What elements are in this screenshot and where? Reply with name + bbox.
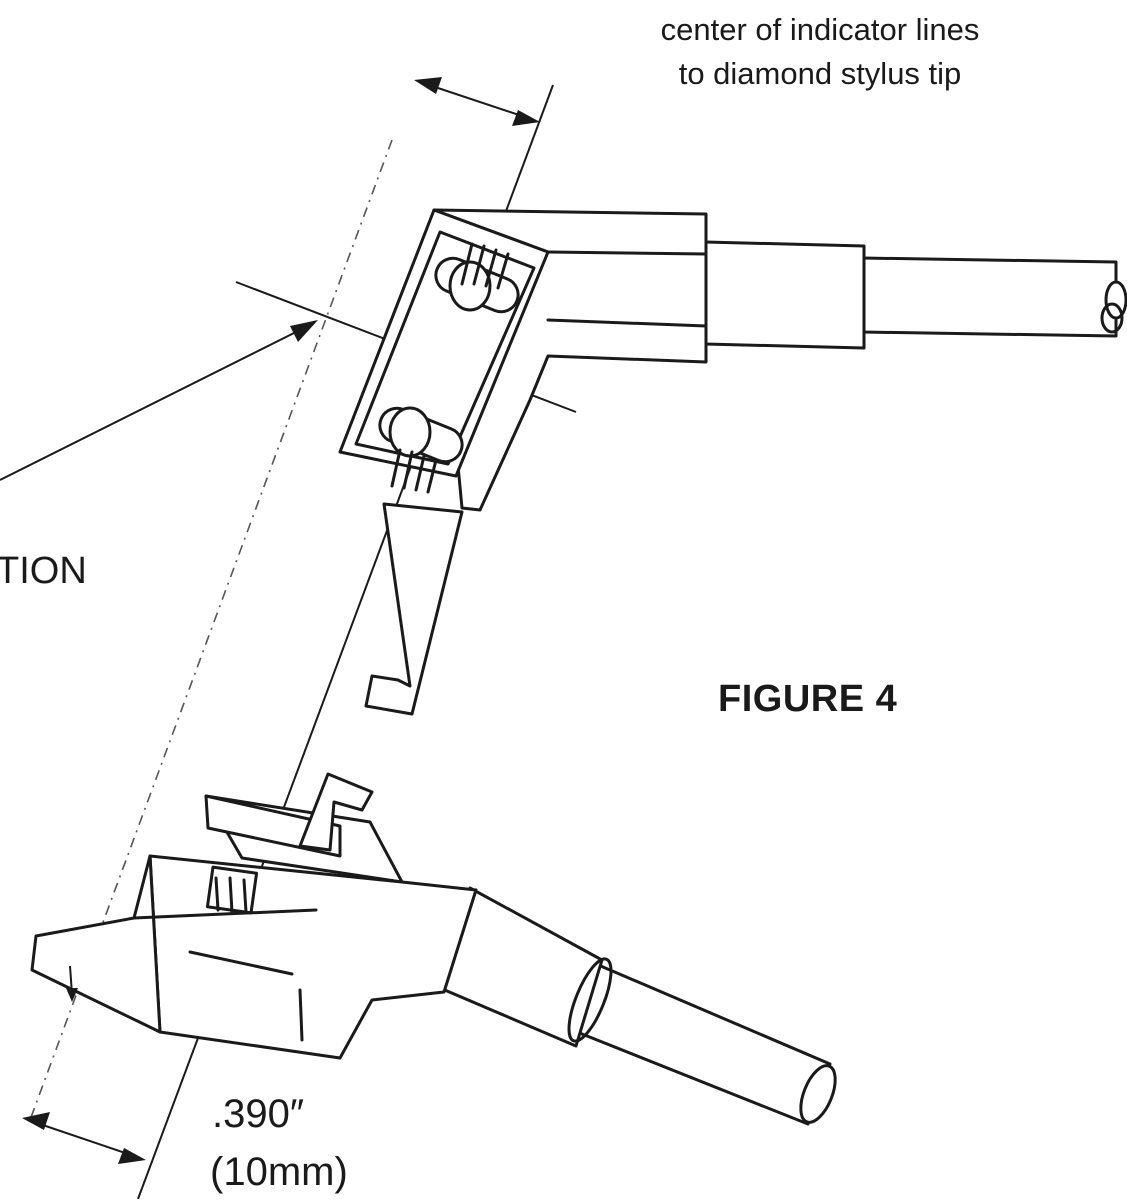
bottom-dimension-line <box>27 1119 141 1159</box>
tonearm-tube-lower <box>570 962 832 1126</box>
cartridge-lower <box>30 772 837 1126</box>
top-dimension-line <box>419 81 535 121</box>
top-dim-arrow-left <box>414 77 442 94</box>
figure-title: FIGURE 4 <box>718 678 898 720</box>
bottom-dim-arrow-left <box>22 1112 50 1130</box>
cartridge-body <box>148 854 478 1060</box>
leader-arrowhead <box>290 320 318 342</box>
bottom-dim-arrow-right <box>118 1148 146 1164</box>
tonearm-tube-upper <box>860 256 1118 338</box>
headshell-upper <box>338 208 1127 716</box>
top-dim-arrow-right <box>512 110 540 126</box>
screw-lower <box>388 406 438 494</box>
tube-end-upper <box>1104 280 1127 320</box>
leader-line <box>0 329 301 481</box>
collar-upper <box>703 240 866 350</box>
dimension-inch-label: .390″ <box>212 1092 305 1136</box>
tube-end-lower <box>799 1064 837 1124</box>
indicator-note-line1: center of indicator lines <box>660 12 980 47</box>
partial-position-label: TION <box>0 550 87 592</box>
indicator-note-label: center of indicator lines to diamond sty… <box>590 8 1050 96</box>
indicator-note-line2: to diamond stylus tip <box>678 56 962 91</box>
dimension-mm-label: (10mm) <box>210 1150 348 1194</box>
cartridge-nose <box>30 854 162 1034</box>
cartridge-stem <box>298 772 374 852</box>
finger-lift <box>364 502 464 716</box>
screw-upper <box>448 242 510 312</box>
